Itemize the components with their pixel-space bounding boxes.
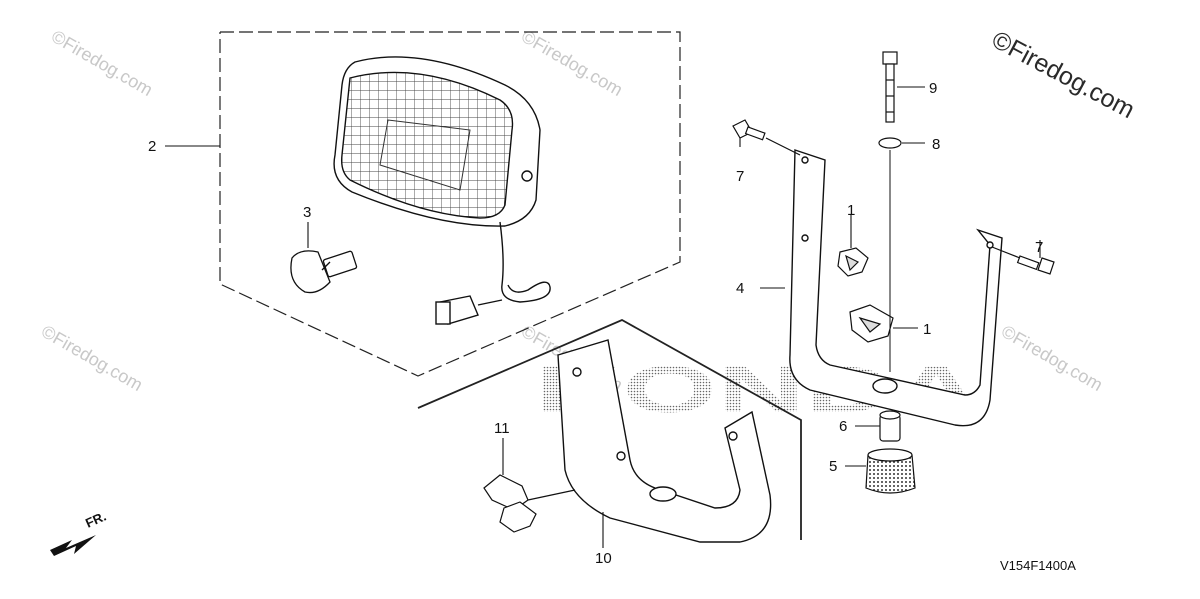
wire-clip-icon bbox=[837, 247, 869, 277]
callout-9: 9 bbox=[929, 80, 937, 97]
bracket-variant bbox=[557, 339, 772, 543]
watermark-text: ©Firedog.com bbox=[518, 26, 626, 100]
callout-3: 3 bbox=[303, 204, 311, 221]
watermark-layer: ©Firedog.com ©Firedog.com ©Firedog.com ©… bbox=[38, 26, 1106, 395]
work-lamp-housing bbox=[333, 56, 551, 325]
callout-7: 7 bbox=[736, 168, 744, 185]
watermark-text: ©Firedog.com bbox=[998, 321, 1106, 395]
flange-bolt-icon bbox=[732, 119, 801, 156]
callout-5: 5 bbox=[829, 458, 837, 475]
callout-2: 2 bbox=[148, 138, 156, 155]
callout-10: 10 bbox=[595, 550, 612, 567]
watermark-main: ©Firedog.com bbox=[987, 26, 1139, 125]
callout-6: 6 bbox=[839, 418, 847, 435]
callout-1: 1 bbox=[923, 321, 931, 338]
callout-4: 4 bbox=[736, 280, 744, 297]
lamp-assembly-box bbox=[219, 31, 681, 377]
lamp-bracket bbox=[789, 149, 1003, 427]
watermark-text: ©Firedog.com bbox=[48, 26, 156, 100]
callout-8: 8 bbox=[932, 136, 940, 153]
bracket-variant-box bbox=[417, 318, 802, 540]
callout-7: 7 bbox=[1035, 239, 1043, 256]
callout-1: 1 bbox=[847, 202, 855, 219]
front-direction-arrow: FR. bbox=[50, 509, 108, 556]
watermark-text: ©Firedog.com bbox=[38, 321, 146, 395]
collar-icon bbox=[879, 410, 901, 442]
wire-clip-icon bbox=[849, 304, 894, 343]
callout-labels: 2 3 4 1 1 7 7 9 8 6 5 11 10 bbox=[148, 80, 1043, 567]
diagram-code: V154F1400A bbox=[1000, 558, 1076, 573]
leader-lines bbox=[165, 86, 1041, 548]
callout-11: 11 bbox=[494, 420, 510, 437]
harness-clip-icon bbox=[483, 474, 576, 533]
bulb-icon bbox=[290, 250, 358, 294]
rubber-mount-icon bbox=[865, 448, 916, 494]
bolt-icon bbox=[882, 51, 898, 123]
front-direction-label: FR. bbox=[83, 509, 108, 531]
washer-icon bbox=[878, 137, 902, 149]
flange-bolt-icon bbox=[991, 246, 1055, 275]
